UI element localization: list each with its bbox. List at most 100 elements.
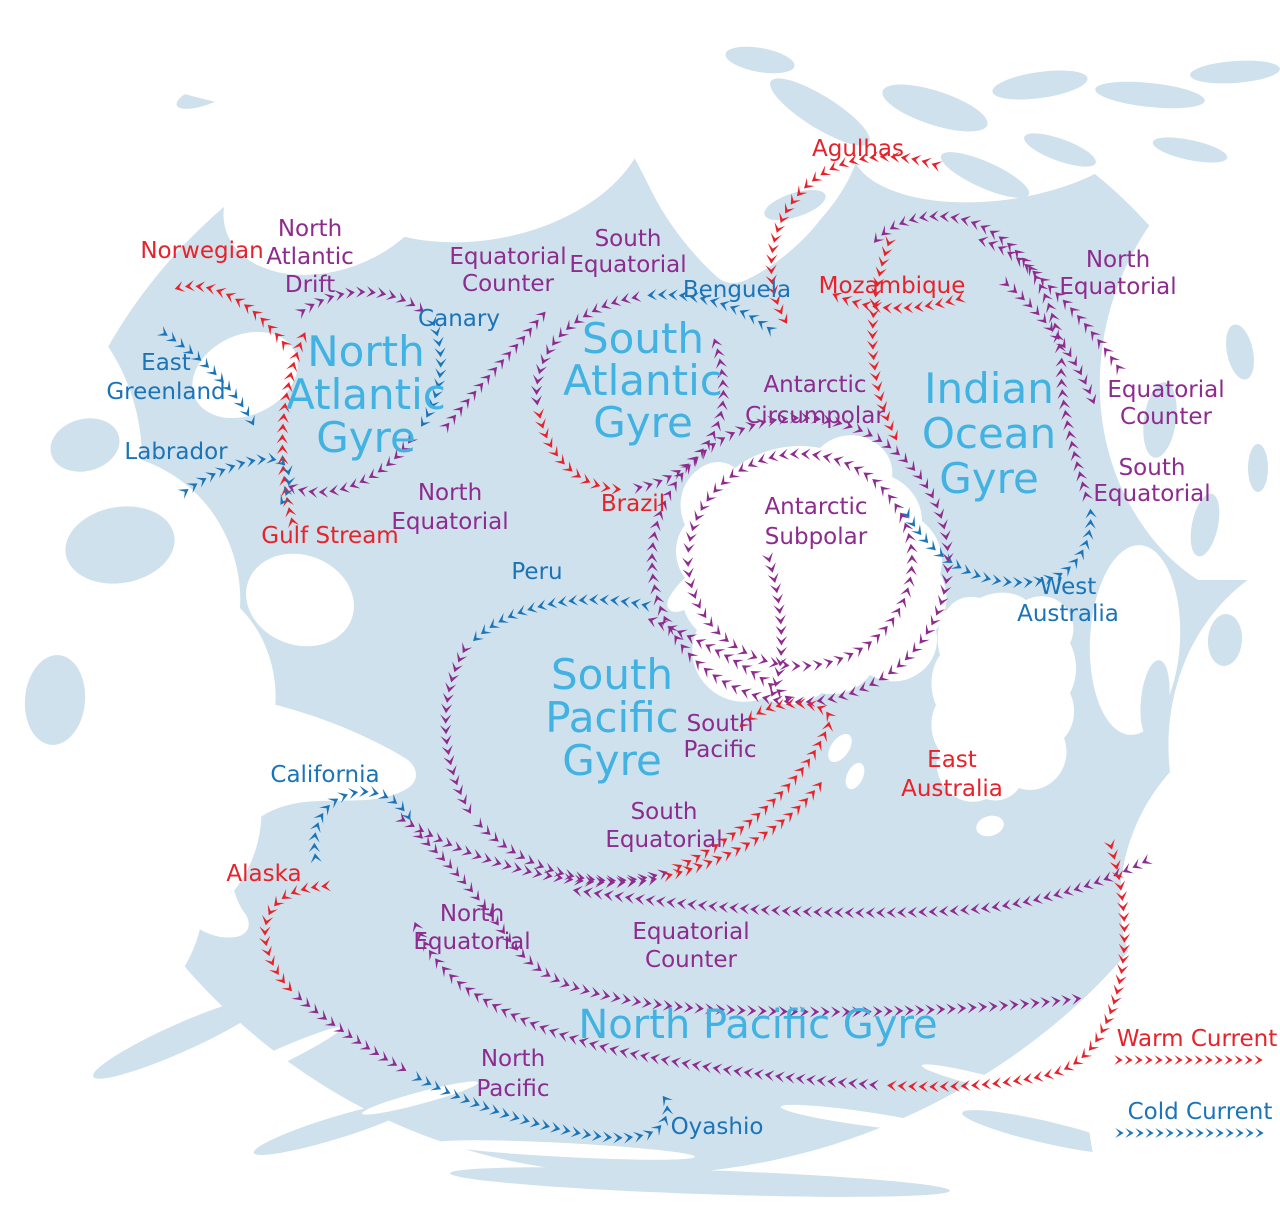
current-chain-north-atlantic-drift	[294, 286, 425, 320]
chevron-arrow-icon	[333, 1022, 345, 1033]
chevron-arrow-icon	[868, 360, 880, 371]
chevron-arrow-icon	[368, 1045, 380, 1055]
chevron-arrow-icon	[730, 847, 742, 858]
chevron-arrow-icon	[676, 629, 688, 640]
chevron-arrow-icon	[816, 705, 828, 716]
chevron-arrow-icon	[1063, 1060, 1075, 1071]
chevron-arrow-icon	[488, 914, 499, 926]
chevron-arrow-icon	[820, 1006, 830, 1018]
chevron-arrow-icon	[385, 289, 397, 300]
chevron-arrow-icon	[672, 1000, 683, 1012]
chevron-arrow-icon	[792, 905, 802, 918]
chevron-arrow-icon	[182, 343, 194, 355]
chevron-arrow-icon	[281, 382, 293, 393]
chevron-arrow-icon	[882, 302, 893, 314]
chevron-arrow-icon	[889, 444, 901, 456]
chevron-arrow-icon	[620, 596, 631, 608]
chevron-arrow-icon	[1060, 566, 1071, 577]
chevron-arrow-icon	[473, 993, 485, 1004]
chevron-arrow-icon	[712, 674, 724, 685]
chevron-arrow-icon	[866, 340, 879, 350]
chevron-arrow-icon	[861, 300, 873, 312]
chevron-arrow-icon	[269, 963, 279, 976]
chevron-arrow-icon	[546, 343, 557, 355]
chevron-arrow-icon	[981, 902, 992, 914]
current-chain-antarctic-subpolar	[682, 448, 918, 672]
chevron-arrow-icon	[239, 405, 250, 417]
chevron-arrow-icon	[1116, 901, 1129, 912]
current-chain-oyashio	[411, 1070, 674, 1144]
chevron-arrow-icon	[871, 287, 883, 298]
chevron-arrow-icon	[1090, 330, 1102, 342]
chevron-arrow-icon	[216, 287, 227, 299]
chevron-arrow-icon	[547, 597, 558, 609]
chevron-arrow-icon	[1063, 884, 1075, 896]
chevron-arrow-icon	[829, 160, 841, 171]
current-chain-equatorial-counter-indian	[998, 276, 1097, 405]
chevron-arrow-icon	[769, 294, 781, 305]
chevron-arrow-icon	[1118, 912, 1130, 922]
chevron-arrow-icon	[681, 1058, 692, 1071]
chevron-arrow-icon	[709, 297, 721, 309]
chevron-arrow-icon	[276, 444, 289, 455]
chevron-arrow-icon	[1076, 471, 1088, 482]
chevron-arrow-icon	[844, 907, 855, 919]
chevron-arrow-icon	[804, 177, 815, 189]
chevron-arrow-icon	[256, 454, 267, 466]
current-chain-alaska	[259, 880, 331, 992]
chevron-arrow-icon	[775, 698, 787, 710]
current-chain-south-equatorial-indian	[1055, 357, 1094, 503]
chevron-arrow-icon	[1061, 346, 1072, 358]
brush-gap	[435, 1140, 695, 1160]
chevron-arrow-icon	[761, 551, 773, 563]
chevron-arrow-icon	[1032, 270, 1044, 282]
current-chain-indian-gyre-top	[873, 210, 1067, 354]
chevron-arrow-icon	[939, 905, 949, 917]
chevron-arrow-icon	[584, 875, 595, 887]
chevron-arrow-icon	[1083, 878, 1095, 890]
chevron-arrow-icon	[529, 1020, 541, 1032]
chevron-arrow-icon	[873, 232, 885, 243]
chevron-arrow-icon	[1002, 1075, 1013, 1088]
chevron-arrow-icon	[878, 670, 890, 681]
current-chain-east-australia	[671, 697, 837, 875]
chevron-arrow-icon	[1115, 890, 1128, 901]
chevron-arrow-icon	[796, 185, 808, 197]
chevron-arrow-icon	[832, 292, 844, 303]
chevron-arrow-icon	[903, 576, 915, 587]
chevron-arrow-icon	[1056, 378, 1068, 389]
chevron-arrow-icon	[610, 991, 621, 1003]
current-label-benguela: Benguela	[683, 277, 791, 303]
chevron-arrow-icon	[717, 389, 730, 400]
chevron-arrow-icon	[204, 472, 216, 483]
chevron-arrow-icon	[691, 597, 702, 609]
chevron-arrow-icon	[706, 490, 717, 502]
chevron-arrow-icon	[950, 212, 961, 225]
chevron-arrow-icon	[736, 1004, 746, 1016]
chevron-arrow-icon	[781, 905, 792, 917]
chevron-arrow-icon	[699, 294, 710, 306]
chevron-arrow-icon	[894, 503, 905, 515]
chevron-arrow-icon	[1022, 895, 1033, 907]
chevron-arrow-icon	[779, 783, 791, 794]
chevron-arrow-icon	[1068, 440, 1080, 452]
chevron-arrow-icon	[702, 1062, 713, 1074]
chevron-arrow-icon	[939, 211, 950, 223]
chevron-arrow-icon	[498, 1107, 510, 1119]
chevron-arrow-icon	[714, 348, 726, 359]
chevron-arrow-icon	[716, 838, 728, 849]
chevron-arrow-icon	[569, 980, 580, 992]
chevron-arrow-icon	[465, 987, 477, 998]
chevron-arrow-icon	[858, 152, 870, 164]
chevron-arrow-icon	[674, 635, 685, 647]
chevron-arrow-icon	[195, 477, 207, 488]
chevron-arrow-icon	[705, 643, 717, 655]
chevron-arrow-icon	[830, 1006, 841, 1018]
chevron-arrow-icon	[1106, 849, 1118, 860]
chevron-arrow-icon	[834, 906, 844, 919]
chevron-arrow-icon	[694, 509, 705, 521]
chevron-arrow-icon	[767, 682, 779, 694]
chevron-arrow-icon	[377, 788, 389, 799]
current-label-canary: Canary	[418, 306, 500, 332]
